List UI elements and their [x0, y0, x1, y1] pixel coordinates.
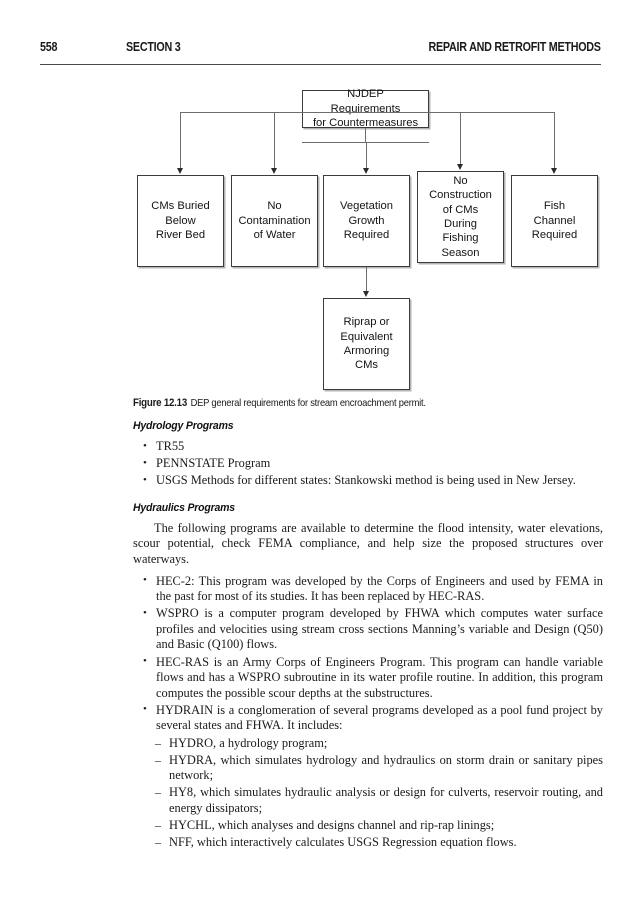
list-item: HYDRA, which simulates hydrology and hyd…: [133, 753, 603, 784]
page-number: 558: [40, 40, 58, 54]
list-item: HY8, which simulates hydraulic analysis …: [133, 785, 603, 816]
flow-node-3-line-3: Required: [343, 229, 390, 242]
connector-bus-lower: [302, 142, 429, 144]
list-item: HEC-2: This program was developed by the…: [133, 573, 603, 605]
heading-hydrology-programs: Hydrology Programs: [133, 420, 234, 432]
flowchart-figure: NJDEP Requirements for Countermeasures C…: [0, 80, 641, 400]
page-running-head: 558 SECTION 3 REPAIR AND RETROFIT METHOD…: [40, 40, 601, 66]
flow-node-1-line-2: Below: [165, 214, 196, 227]
flow-node-leaf-line-1: Riprap or: [343, 316, 390, 329]
arrowhead-branch-2: [271, 168, 277, 174]
flow-node-1-line-1: CMs Buried: [151, 200, 210, 213]
list-item: PENNSTATE Program: [133, 456, 603, 472]
flow-node-root-line-1: NJDEP Requirements: [330, 88, 401, 115]
flow-node-2-line-3: of Water: [253, 229, 296, 242]
flow-node-4-line-1: No: [453, 174, 468, 187]
flow-node-riprap-or-equivalent-armoring-cms: Riprap or Equivalent Armoring CMs: [323, 298, 410, 390]
flow-node-4-line-6: Season: [441, 246, 480, 259]
figure-caption-text: DEP general requirements for stream encr…: [190, 398, 426, 409]
connector-drop-3: [366, 142, 368, 169]
hydraulics-program-list: HEC-2: This program was developed by the…: [133, 573, 603, 734]
arrowhead-branch-3: [363, 168, 369, 174]
list-item: HYDRO, a hydrology program;: [133, 736, 603, 752]
flow-node-4-line-3: of CMs: [442, 203, 479, 216]
flow-node-3-line-2: Growth: [348, 214, 385, 227]
flow-node-leaf-line-4: CMs: [355, 359, 378, 372]
flow-node-leaf-line-2: Equivalent: [340, 330, 393, 343]
arrowhead-branch-5: [551, 168, 557, 174]
running-title: REPAIR AND RETROFIT METHODS: [428, 40, 601, 54]
list-item: USGS Methods for different states: Stank…: [133, 473, 603, 489]
heading-hydraulics-programs: Hydraulics Programs: [133, 501, 235, 514]
list-item: HEC-RAS is an Army Corps of Engineers Pr…: [133, 654, 603, 702]
hydrology-program-list: TR55 PENNSTATE Program USGS Methods for …: [133, 439, 603, 489]
connector-vegetation-to-riprap: [366, 267, 368, 292]
connector-drop-2: [274, 112, 276, 169]
flow-node-5-line-1: Fish: [543, 200, 566, 213]
flow-node-5-line-2: Channel: [533, 214, 576, 227]
connector-drop-4: [460, 112, 462, 165]
connector-root-stem: [365, 128, 367, 142]
connector-drop-1: [180, 112, 182, 169]
figure-number: Figure 12.13: [133, 397, 188, 409]
list-item: TR55: [133, 439, 603, 455]
flow-node-fish-channel-required: Fish Channel Required: [511, 175, 598, 267]
arrowhead-branch-1: [177, 168, 183, 174]
flow-node-2-line-2: Contamination: [238, 214, 311, 227]
section-label: SECTION 3: [126, 40, 181, 54]
flow-node-root-line-2: for Countermeasures: [312, 117, 419, 130]
list-item: NFF, which interactively calculates USGS…: [133, 835, 603, 851]
hydrain-subprogram-list: HYDRO, a hydrology program; HYDRA, which…: [133, 736, 603, 851]
flow-node-vegetation-growth-required: Vegetation Growth Required: [323, 175, 410, 267]
header-rule: [40, 64, 601, 65]
list-item: HYCHL, which analyses and designs channe…: [133, 818, 603, 834]
flow-node-4-line-4: During: [444, 218, 477, 230]
body-text-column: Hydrology Programs TR55 PENNSTATE Progra…: [133, 420, 603, 852]
list-item: WSPRO is a computer program developed by…: [133, 606, 603, 653]
flow-node-no-contamination-of-water: No Contamination of Water: [231, 175, 318, 267]
flow-node-leaf-line-3: Armoring: [343, 345, 390, 357]
arrowhead-riprap: [363, 291, 369, 297]
connector-drop-5: [554, 112, 556, 169]
list-item: HYDRAIN is a conglomeration of several p…: [133, 702, 603, 734]
flow-node-5-line-3: Required: [531, 229, 578, 242]
flow-node-2-line-1: No: [267, 200, 282, 213]
flow-node-cms-buried-below-river-bed: CMs Buried Below River Bed: [137, 175, 224, 267]
flow-node-no-construction-of-cms-during-fishing-season: No Construction of CMs During Fishing Se…: [417, 171, 504, 263]
connector-bus: [180, 112, 555, 114]
flow-node-3-line-1: Vegetation: [340, 200, 393, 213]
flow-node-njdep-requirements: NJDEP Requirements for Countermeasures: [302, 88, 429, 130]
arrowhead-branch-4: [457, 164, 463, 170]
flow-node-1-line-3: River Bed: [155, 229, 206, 242]
flow-node-4-line-5: Fishing: [442, 232, 479, 245]
flow-node-4-line-2: Construction: [429, 189, 492, 202]
hydraulics-intro-paragraph: The following programs are available to …: [133, 520, 603, 566]
